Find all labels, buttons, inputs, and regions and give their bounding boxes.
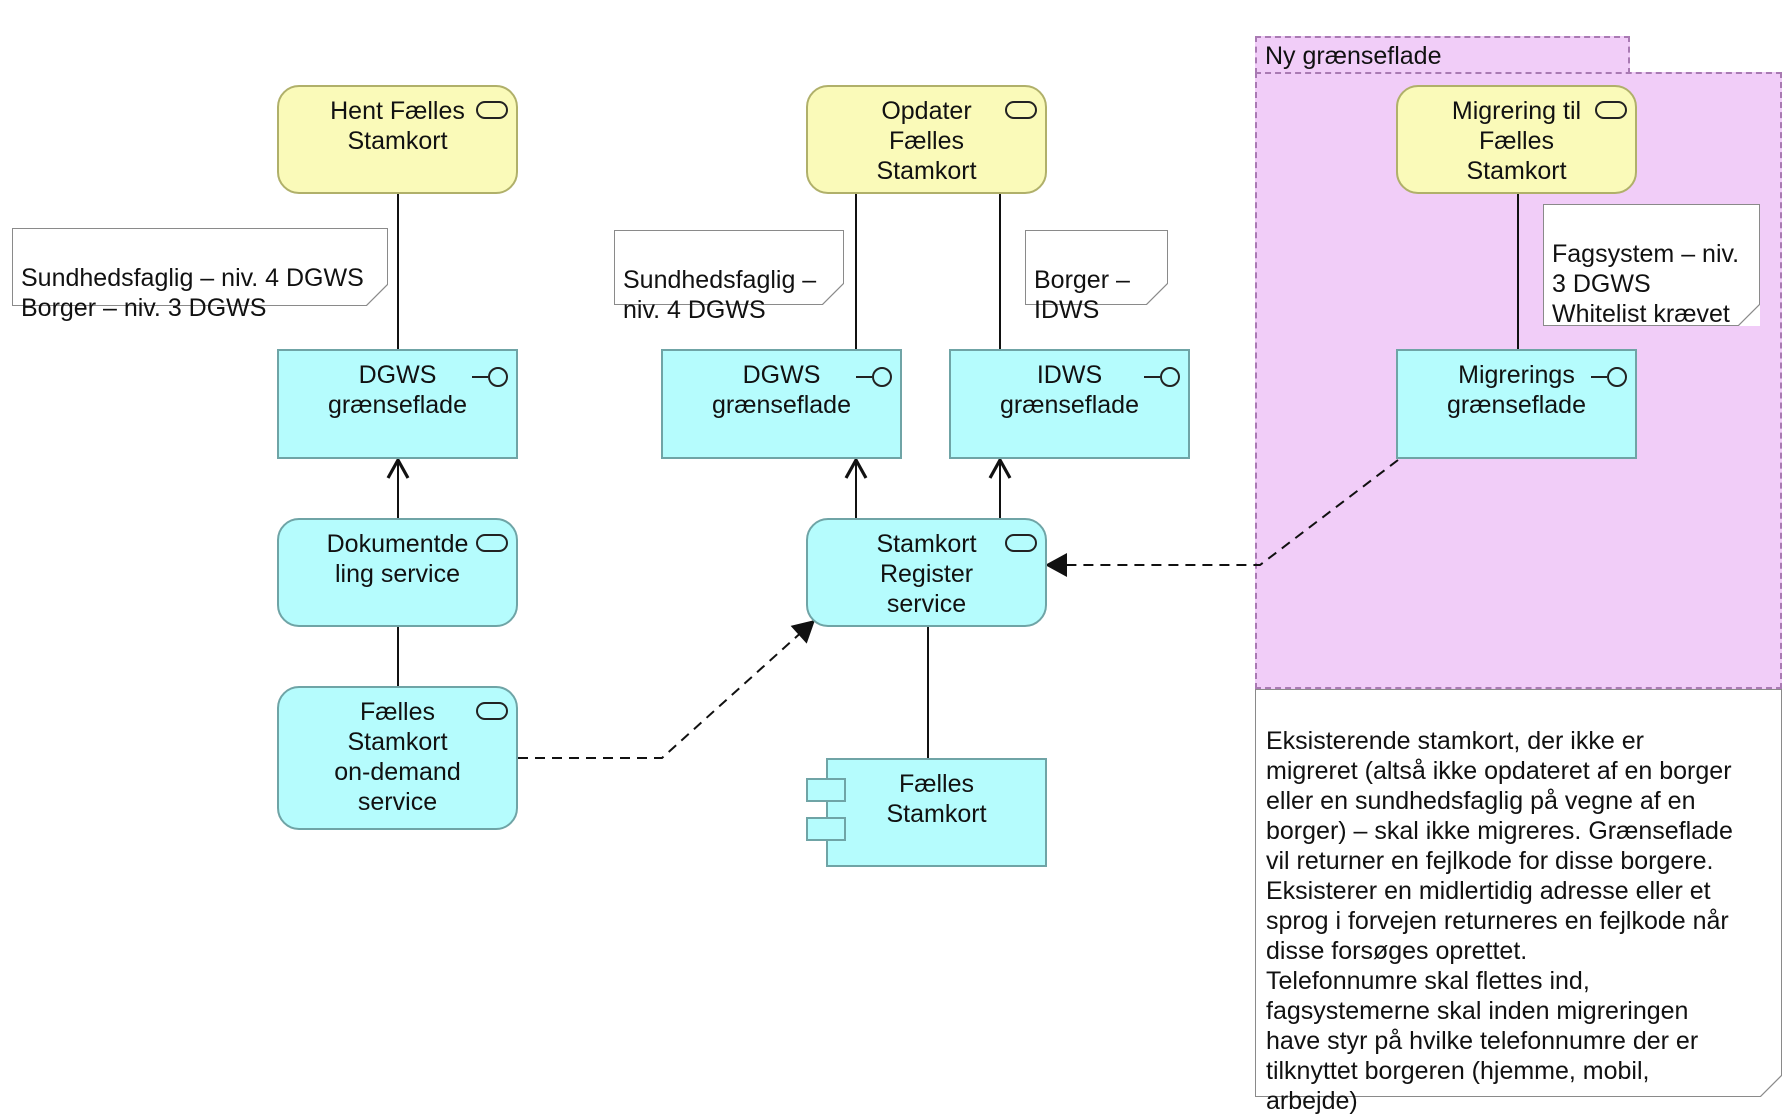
note-text: Borger – IDWS (1034, 266, 1130, 324)
business-service-icon (1005, 101, 1037, 119)
interface-lollipop-icon (1591, 367, 1627, 387)
note-fold-icon (366, 284, 388, 306)
service-opdater-faelles-stamkort[interactable]: Opdater Fælles Stamkort (806, 85, 1047, 194)
note-eksisterende-stamkort: Eksisterende stamkort, der ikke er migre… (1255, 689, 1782, 1115)
note-text: Eksisterende stamkort, der ikke er migre… (1266, 727, 1733, 1115)
interface-label: IDWS grænseflade (1000, 361, 1139, 419)
note-sundhedsfaglig-borger: Sundhedsfaglig – niv. 4 DGWS Borger – ni… (12, 228, 388, 322)
group-title: Ny grænseflade (1265, 42, 1442, 70)
component-tab-icon (806, 817, 846, 841)
interface-label: DGWS grænseflade (328, 361, 467, 419)
interface-label: Migrerings grænseflade (1447, 361, 1586, 419)
component-label: Fælles Stamkort (886, 770, 987, 828)
service-label: Hent Fælles Stamkort (330, 97, 465, 155)
note-text: Sundhedsfaglig – niv. 4 DGWS Borger – ni… (21, 264, 364, 322)
note-text: Sundhedsfaglig – niv. 4 DGWS (623, 266, 817, 324)
interface-lollipop-icon (856, 367, 892, 387)
dashed-migrering-register (1045, 459, 1399, 577)
note-sundhedsfaglig: Sundhedsfaglig – niv. 4 DGWS (614, 230, 844, 324)
dashed-ondemand-register (518, 619, 816, 759)
application-service-icon (476, 702, 508, 720)
note-fold-icon (1738, 304, 1760, 326)
note-text: Fagsystem – niv. 3 DGWS Whitelist krævet (1552, 240, 1740, 328)
service-faelles-stamkort-ondemand[interactable]: Fælles Stamkort on-demand service (277, 686, 518, 830)
interface-label: DGWS grænseflade (712, 361, 851, 419)
service-label: Dokumentde ling service (326, 530, 469, 588)
note-borger-idws: Borger – IDWS (1025, 230, 1168, 324)
note-fold-icon (1760, 1075, 1782, 1097)
note-fagsystem: Fagsystem – niv. 3 DGWS Whitelist krævet (1543, 204, 1760, 328)
service-label: Fælles Stamkort on-demand service (334, 698, 461, 816)
service-migrering-til-faelles-stamkort[interactable]: Migrering til Fælles Stamkort (1396, 85, 1637, 194)
service-label: Opdater Fælles Stamkort (876, 97, 977, 185)
application-service-icon (476, 534, 508, 552)
service-dokumentdeling[interactable]: Dokumentde ling service (277, 518, 518, 627)
component-tab-icon (806, 778, 846, 802)
interface-lollipop-icon (1144, 367, 1180, 387)
application-service-icon (1005, 534, 1037, 552)
business-service-icon (476, 101, 508, 119)
note-fold-icon (1146, 283, 1168, 305)
component-faelles-stamkort[interactable]: Fælles Stamkort (826, 758, 1047, 867)
interface-dgws-2[interactable]: DGWS grænseflade (661, 349, 902, 459)
service-label: Stamkort Register service (876, 530, 977, 618)
business-service-icon (1595, 101, 1627, 119)
service-label: Migrering til Fælles Stamkort (1451, 97, 1582, 185)
interface-idws[interactable]: IDWS grænseflade (949, 349, 1190, 459)
interface-migrering[interactable]: Migrerings grænseflade (1396, 349, 1637, 459)
service-stamkort-register[interactable]: Stamkort Register service (806, 518, 1047, 627)
interface-dgws-1[interactable]: DGWS grænseflade (277, 349, 518, 459)
note-fold-icon (822, 283, 844, 305)
interface-lollipop-icon (472, 367, 508, 387)
service-hent-faelles-stamkort[interactable]: Hent Fælles Stamkort (277, 85, 518, 194)
group-tab: Ny grænseflade (1255, 36, 1630, 74)
